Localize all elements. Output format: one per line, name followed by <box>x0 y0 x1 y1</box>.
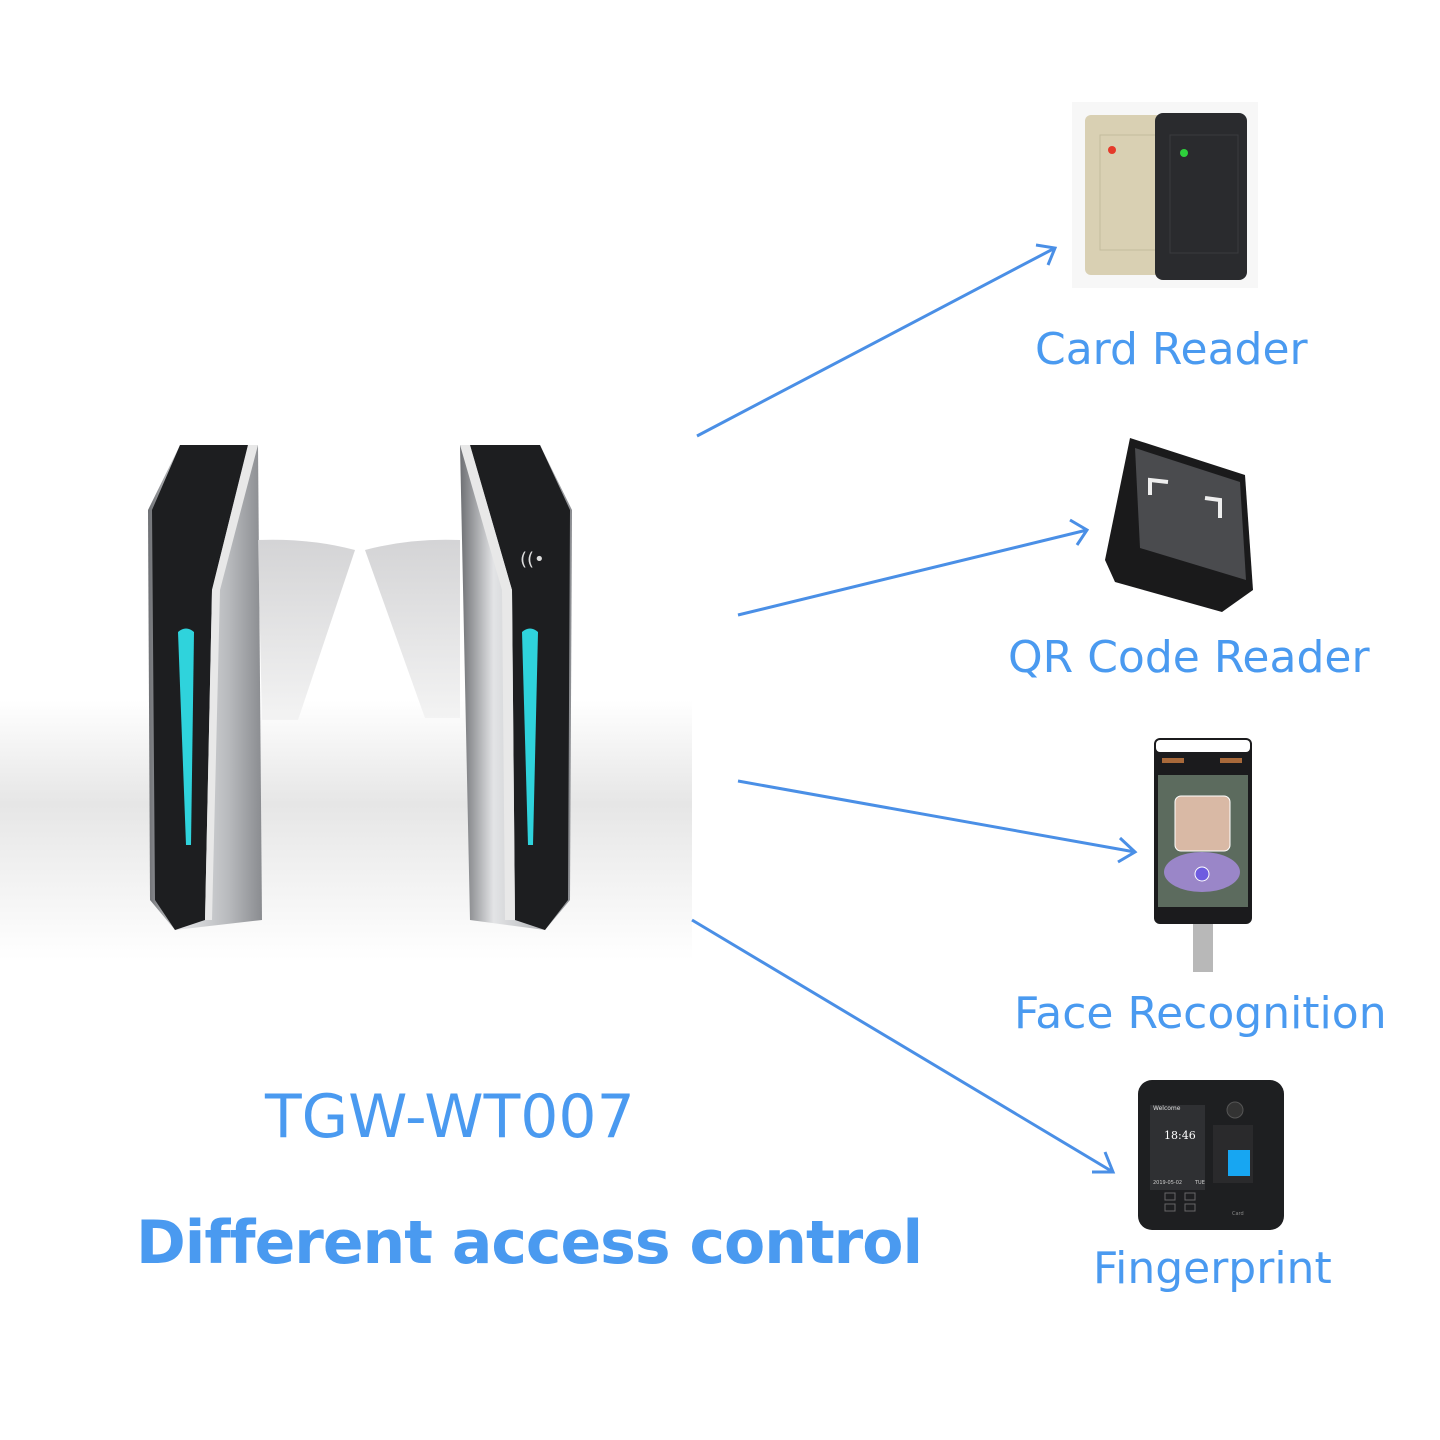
label-fingerprint: Fingerprint <box>1093 1243 1332 1294</box>
card-reader-icon <box>1072 102 1258 288</box>
fp-card-label: Card <box>1232 1211 1244 1217</box>
fingerprint-terminal-icon <box>1138 1080 1284 1230</box>
fp-day: TUE <box>1194 1180 1205 1186</box>
face-terminal-icon <box>1154 738 1252 972</box>
product-model: TGW-WT007 <box>265 1082 635 1152</box>
status-light-right <box>522 628 538 845</box>
turnstile-left-pedestal <box>148 445 262 930</box>
arrow-fingerprint <box>691 918 1116 1174</box>
label-card-reader: Card Reader <box>1035 324 1308 375</box>
arrow-card-reader <box>696 243 1058 438</box>
turnstile-right-pedestal: ((• <box>460 445 572 930</box>
fp-date: 2019-05-02 <box>1153 1180 1182 1186</box>
arrows <box>691 243 1138 1174</box>
fp-greeting: Welcome <box>1153 1105 1181 1112</box>
flap-wing-left <box>258 539 355 720</box>
arrow-face-recognition <box>737 779 1138 864</box>
flap-wing-right <box>365 539 460 718</box>
nfc-icon: ((• <box>520 549 545 570</box>
floor-shadow <box>0 700 692 960</box>
fp-time: 18:46 <box>1164 1129 1196 1142</box>
headline: Different access control <box>136 1208 923 1278</box>
label-face-recognition: Face Recognition <box>1014 988 1387 1039</box>
arrow-qr-reader <box>737 518 1090 617</box>
status-light-left <box>178 628 194 845</box>
label-qr-reader: QR Code Reader <box>1008 632 1370 683</box>
qr-reader-icon <box>1105 438 1253 612</box>
